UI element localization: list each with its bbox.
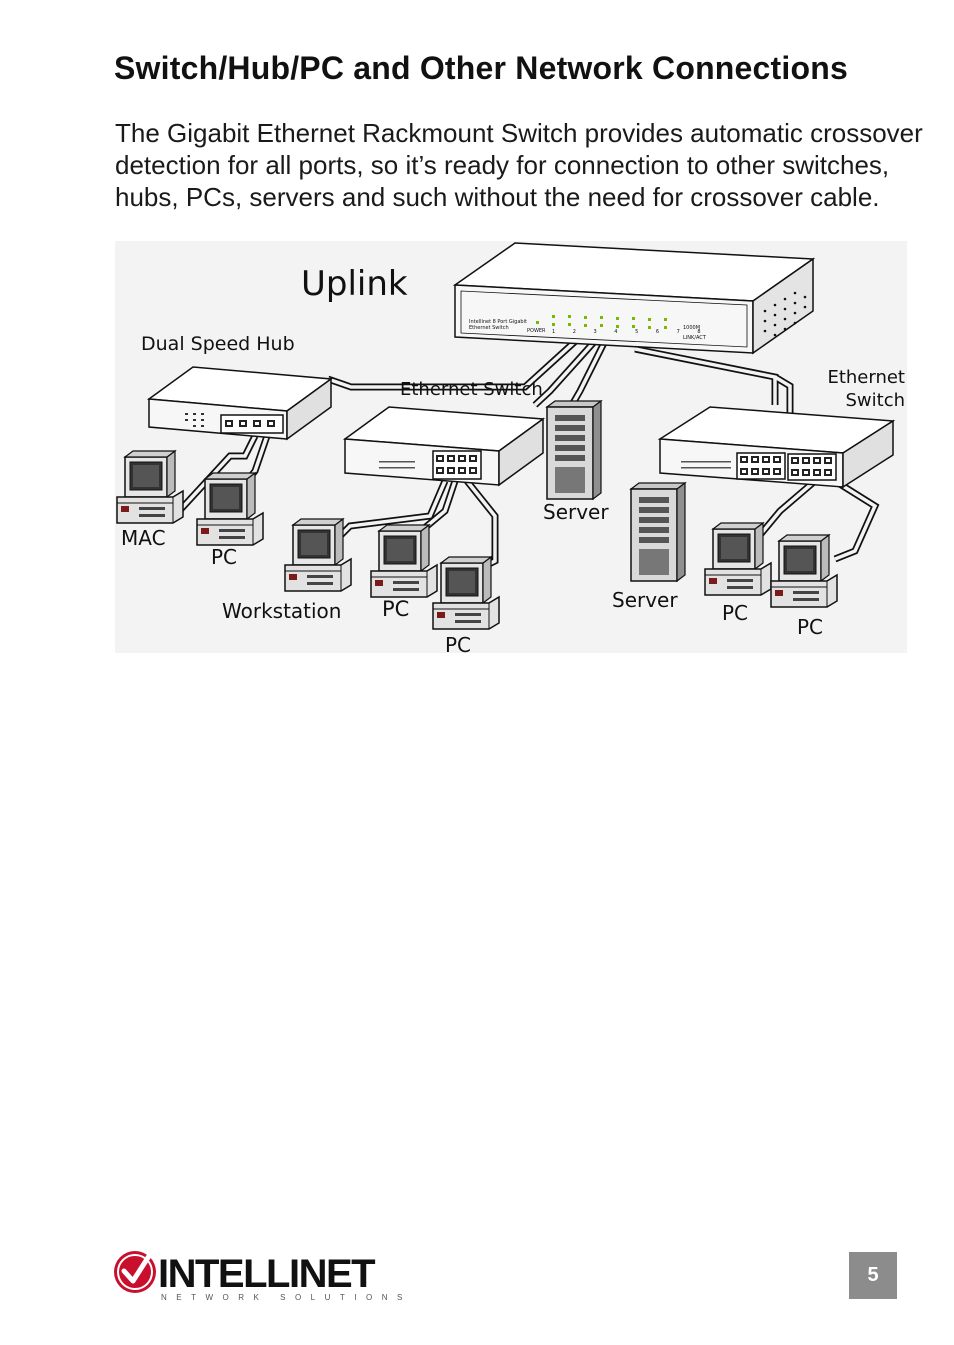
intro-paragraph: The Gigabit Ethernet Rackmount Switch pr… [115,117,923,213]
uplink-label: Uplink [301,264,408,304]
ethernet-switch-right-label-2: Switch [845,390,905,411]
pc-4-icon [704,522,772,596]
pc-4-label: PC [722,601,748,625]
dual-speed-hub-icon [146,366,334,441]
mac-computer-icon [116,450,184,524]
ethernet-switch-right-icon [657,406,896,489]
logo-brand-text: INTELLINET [158,1252,375,1296]
server-2-label: Server [612,588,678,612]
main-switch-link-label: LINK/ACT [683,335,707,341]
ethernet-switch-right-label-1: Ethernet [827,367,905,388]
mac-label: MAC [121,526,166,550]
main-switch-icon: Intellinet 8 Port Gigabit Ethernet Switc… [452,242,816,355]
ethernet-switch-middle-icon [342,406,546,487]
page-heading: Switch/Hub/PC and Other Network Connecti… [114,50,848,86]
pc-5-label: PC [797,615,823,639]
paragraph-line-3: hubs, PCs, servers and such without the … [115,182,880,212]
server-1-label: Server [543,500,609,524]
main-switch-speed-label: 1000M [683,325,700,331]
pc-3-icon [432,556,500,630]
main-switch-port-numbers: 1 2 3 4 5 6 7 8 [552,329,709,335]
intellinet-logo: INTELLINET NETWORK SOLUTIONS [113,1244,413,1304]
server-2-icon [630,482,686,582]
main-switch-label-2: Ethernet Switch [469,325,509,331]
main-switch-power-label: POWER [527,328,546,334]
workstation-icon [284,518,352,592]
paragraph-line-1: The Gigabit Ethernet Rackmount Switch pr… [115,118,923,148]
pc-1-icon [196,472,264,546]
main-switch-label-1: Intellinet 8 Port Gigabit [469,319,527,325]
network-diagram: Intellinet 8 Port Gigabit Ethernet Switc… [115,241,907,653]
logo-tagline-text: NETWORK SOLUTIONS [161,1293,412,1302]
pc-2-icon [370,524,438,598]
pc-3-label: PC [445,633,471,653]
pc-5-icon [770,534,838,608]
page-number: 5 [849,1252,897,1299]
workstation-label: Workstation [222,599,341,623]
pc-2-label: PC [382,597,409,621]
paragraph-line-2: detection for all ports, so it’s ready f… [115,150,890,180]
ethernet-switch-label: Ethernet Switch [400,379,543,400]
dual-speed-hub-label: Dual Speed Hub [141,333,295,355]
server-1-icon [546,400,602,500]
pc-1-label: PC [211,545,237,569]
